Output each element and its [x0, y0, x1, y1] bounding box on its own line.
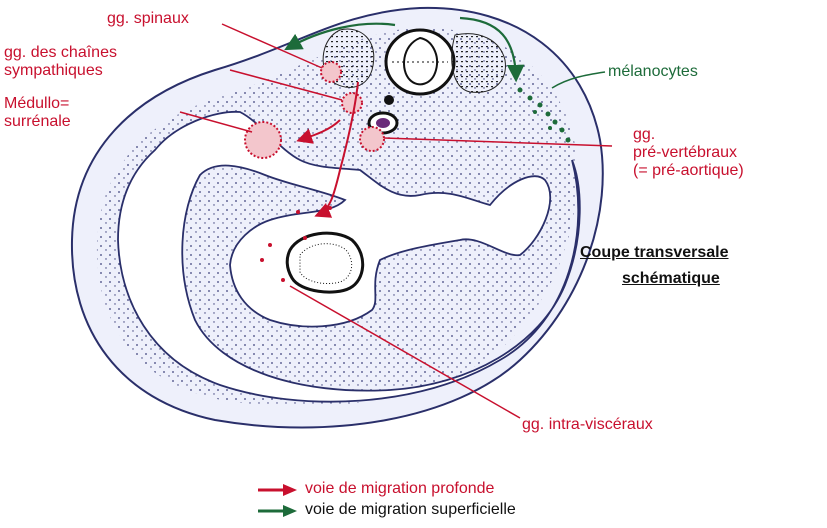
notochord — [384, 95, 394, 105]
label-prevert-line1: gg. — [633, 126, 655, 144]
diagram-title-line1: Coupe transversale — [580, 244, 729, 262]
label-gg-chaines-line2: sympathiques — [4, 62, 103, 80]
legend-label-superficial: voie de migration superficielle — [305, 501, 516, 519]
label-medullo-line1: Médullo= — [4, 95, 69, 113]
label-prevert-line2: pré-vertébraux — [633, 144, 737, 162]
label-prevert-line3: (= pré-aortique) — [633, 162, 744, 180]
gut — [287, 233, 362, 292]
legend-arrow-green — [258, 505, 297, 517]
label-medullo-line2: surrénale — [4, 113, 71, 131]
label-gg-spinaux: gg. spinaux — [107, 10, 189, 28]
label-melanocytes: mélanocytes — [608, 63, 698, 81]
label-gg-chaines-line1: gg. des chaînes — [4, 44, 117, 62]
diagram-title-line2: schématique — [622, 270, 720, 288]
legend-arrow-red — [258, 484, 297, 496]
legend-label-deep: voie de migration profonde — [305, 480, 494, 498]
label-intra-visceraux: gg. intra-viscéraux — [522, 416, 653, 434]
neural-tube — [386, 30, 454, 94]
